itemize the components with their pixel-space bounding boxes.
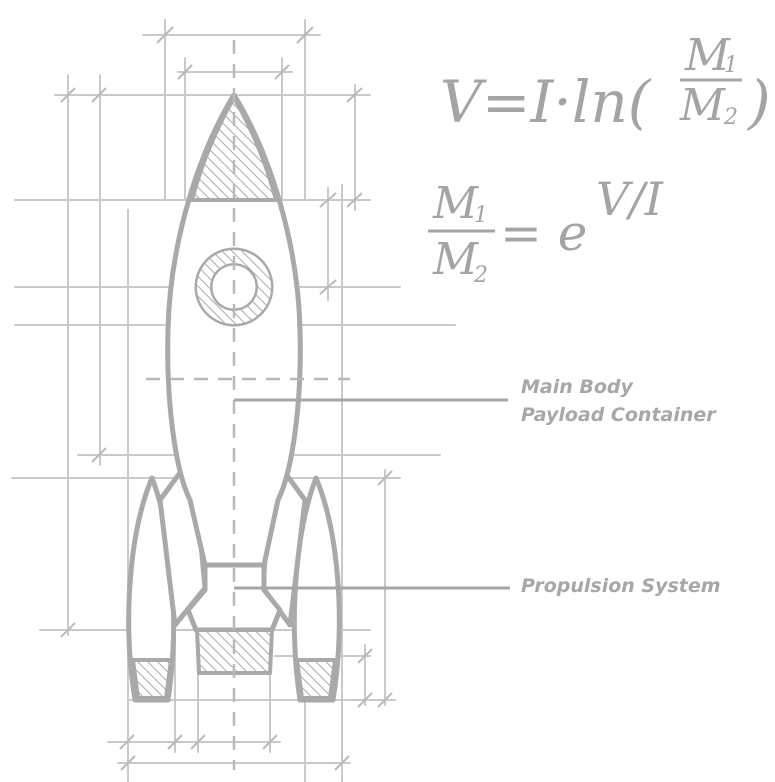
formula1-numerator-sub: 1 bbox=[724, 53, 738, 78]
formula2-numerator-sub: 1 bbox=[474, 203, 488, 228]
formula2-exponent: V/I bbox=[596, 172, 664, 226]
formula1-lhs: V=I·ln( bbox=[440, 68, 652, 136]
dimension-ticks bbox=[60, 26, 393, 771]
formula2-denominator-sub: 2 bbox=[473, 263, 488, 288]
label-propulsion-system: Propulsion System bbox=[521, 575, 721, 597]
formula1-denominator-sub: 2 bbox=[723, 105, 738, 130]
formula1-denominator: M bbox=[679, 80, 726, 131]
formula1-numerator: M bbox=[684, 30, 731, 81]
formula-velocity: V=I·ln( M 1 M 2 ) bbox=[440, 30, 771, 136]
label-main-body: Main Body bbox=[521, 376, 635, 398]
formula2-denominator: M bbox=[432, 234, 479, 285]
label-payload-container: Payload Container bbox=[521, 404, 717, 426]
formula-mass-ratio: M 1 M 2 = e V/I bbox=[428, 172, 664, 288]
formula2-equals-e: = e bbox=[500, 204, 587, 262]
formula2-numerator: M bbox=[432, 178, 479, 229]
formula1-close-paren: ) bbox=[746, 68, 771, 136]
